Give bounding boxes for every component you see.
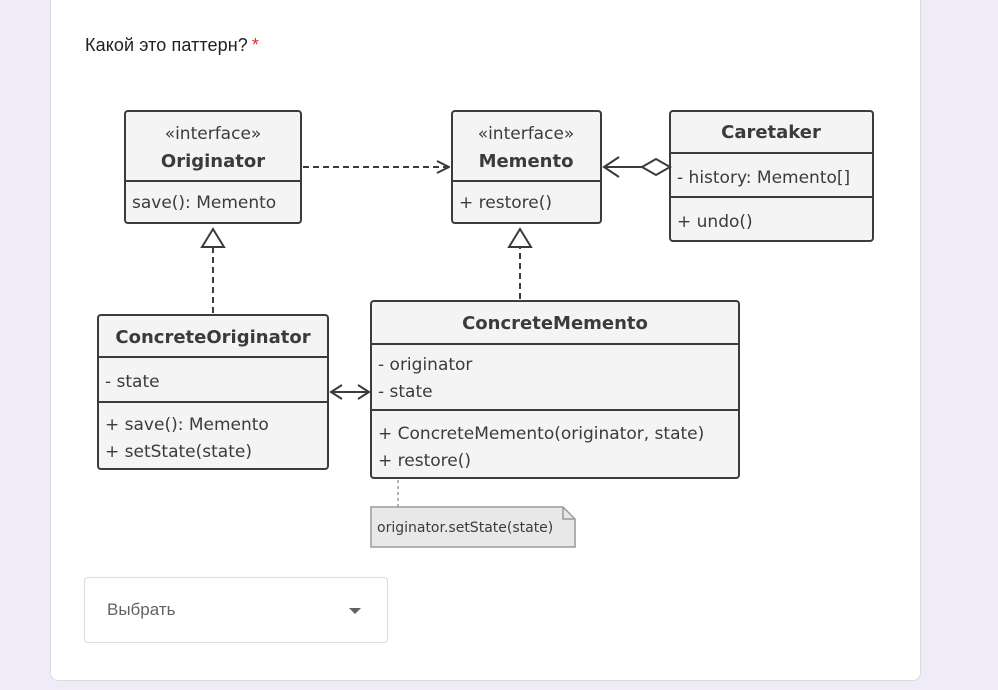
- uml-diagram: «interface» Originator save(): Memento «…: [97, 110, 874, 548]
- question-text: Какой это паттерн?: [85, 35, 248, 55]
- concrete-originator-method-1: + setState(state): [105, 442, 252, 462]
- question-title: Какой это паттерн?*: [85, 35, 259, 56]
- concrete-memento-field-0: - originator: [378, 355, 472, 375]
- select-placeholder: Выбрать: [107, 600, 176, 619]
- concrete-memento-field-1: - state: [378, 382, 433, 402]
- caretaker-name: Caretaker: [721, 122, 821, 143]
- code-note: originator.setState(state): [370, 506, 576, 548]
- originator-name: Originator: [161, 151, 265, 172]
- concrete-originator-field: - state: [105, 372, 160, 392]
- caretaker-method: + undo(): [677, 212, 753, 232]
- concrete-memento-name: ConcreteMemento: [462, 313, 648, 334]
- realization-arrow-memento: [507, 227, 533, 299]
- note-text: originator.setState(state): [377, 520, 553, 536]
- association-arrow: [329, 384, 371, 400]
- concrete-originator-method-0: + save(): Memento: [105, 415, 269, 435]
- realization-arrow-originator: [200, 227, 226, 313]
- memento-class: «interface» Memento + restore(): [451, 110, 602, 224]
- concrete-memento-method-1: + restore(): [378, 451, 471, 471]
- originator-class: «interface» Originator save(): Memento: [124, 110, 302, 224]
- originator-stereotype: «interface»: [165, 124, 262, 144]
- caretaker-class: Caretaker - history: Memento[] + undo(): [669, 110, 874, 242]
- answer-select[interactable]: Выбрать: [84, 577, 388, 643]
- caret-down-icon: [349, 608, 361, 614]
- caretaker-field: - history: Memento[]: [677, 168, 850, 188]
- concrete-memento-class: ConcreteMemento - originator - state + C…: [370, 300, 740, 479]
- memento-stereotype: «interface»: [478, 124, 575, 144]
- question-card: Какой это паттерн?* «interface» Originat…: [50, 0, 921, 681]
- memento-method: + restore(): [459, 193, 552, 213]
- memento-name: Memento: [479, 151, 574, 172]
- concrete-originator-class: ConcreteOriginator - state + save(): Mem…: [97, 314, 329, 470]
- concrete-memento-method-0: + ConcreteMemento(originator, state): [378, 424, 704, 444]
- originator-method: save(): Memento: [132, 193, 276, 213]
- required-asterisk: *: [251, 35, 260, 55]
- aggregation-arrow: [602, 156, 673, 178]
- concrete-originator-name: ConcreteOriginator: [115, 327, 310, 348]
